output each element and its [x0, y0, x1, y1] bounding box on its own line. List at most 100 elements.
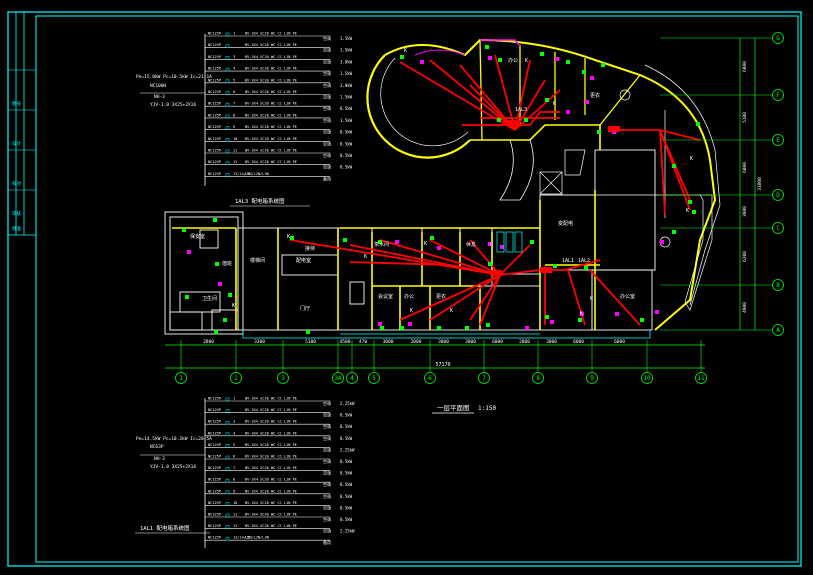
schedule-use: 备用: [323, 175, 331, 181]
axis-bubble: [772, 134, 784, 146]
schedule-breaker: NC125P: [208, 149, 221, 153]
schedule-breaker: NC125P: [208, 443, 221, 447]
schedule-load: 0.5kW: [340, 459, 353, 464]
distribution-panel-icon: [608, 126, 620, 132]
device-symbol-icon: [545, 98, 549, 102]
breaker-symbol-icon: [225, 149, 230, 154]
room-label: 茶水间: [374, 241, 389, 248]
schedule-breaker: NC125P: [208, 489, 221, 493]
breaker-symbol-icon: [225, 420, 230, 425]
dimension-value: 6000: [573, 339, 584, 345]
device-symbol-icon: [597, 130, 601, 134]
schedule-load: 0.5kW: [340, 153, 353, 158]
device-symbol-icon: [306, 330, 310, 334]
schedule-breaker: NC125P: [208, 536, 221, 540]
schedule-breaker: NC125P: [208, 513, 221, 517]
device-symbol-icon: [465, 326, 469, 330]
axis-bubble: [532, 372, 544, 384]
schedule-use: 空调: [323, 481, 331, 487]
axis-label: 11: [697, 375, 705, 382]
schedule-breaker: NC125P: [208, 431, 221, 435]
schedule-use: 空调: [323, 152, 331, 158]
schedule-feeder-cable: YJV-1.0 3X25+2X16: [150, 102, 196, 108]
device-symbol-icon: [497, 118, 501, 122]
schedule-cable: BV-3X4 SC20 WC CC L1N PE: [245, 32, 297, 36]
plan-wiring: [289, 54, 701, 326]
dimension-value: 2800: [203, 339, 214, 345]
room-label: 更衣: [436, 293, 446, 300]
schedule-cable: BV-3X4 SC20 WC CC L1N PE: [245, 489, 297, 493]
axis-bubble: [772, 324, 784, 336]
plan-curved-wing: [366, 38, 721, 331]
room-label: 变配电: [558, 220, 573, 227]
device-symbol-icon: [218, 282, 222, 286]
device-symbol-icon: [578, 318, 582, 322]
schedule-breaker: NC125P: [208, 67, 221, 71]
schedule-breaker: NC125P: [208, 90, 221, 94]
device-symbol-icon: [696, 122, 700, 126]
schedule-cable: BV-3X4 SC20 WC CC L1N PE: [245, 160, 297, 164]
schedule-circuit-no: 3: [233, 420, 235, 424]
device-symbol-icon: [640, 318, 644, 322]
schedule-circuit-no: 5: [233, 443, 235, 447]
schedule-title: 1AL3 配电箱系统图: [235, 197, 285, 205]
schedule-load: 1.5kW: [340, 36, 353, 41]
dimension-value: 6200: [742, 251, 748, 262]
plan-walls-yellow: [172, 190, 600, 330]
schedule-circuit-no: 13/14/15: [233, 536, 250, 540]
device-symbol-icon: [590, 76, 594, 80]
dimension-total: 57170: [435, 362, 450, 368]
schedule-cable: BV-3X4 SC20 WC CC L1N PE: [245, 501, 297, 505]
schedule-use: 空调: [323, 35, 331, 41]
room-label: 办公: [404, 293, 414, 300]
device-symbol-icon: [524, 118, 528, 122]
schedule-breaker: NC125P: [208, 32, 221, 36]
schedule-cable: BV-3X4 SC20 WC CC L1N PE: [245, 90, 297, 94]
schedule-cable: BV-3X4 SC20 WC CC L1N PE: [245, 67, 297, 71]
panel-label-al1: 1AL1: [562, 258, 574, 264]
dimension-value: 470: [359, 339, 367, 345]
axis-label: 1: [179, 375, 183, 382]
axis-bubble: [175, 372, 187, 384]
schedule-load: 0.5kW: [340, 436, 353, 441]
schedule-breaker: NC125P: [208, 478, 221, 482]
schedule-use: 空调: [323, 412, 331, 418]
schedule-use: 备用: [323, 539, 331, 545]
breaker-symbol-icon: [225, 102, 230, 107]
device-symbol-icon: [185, 295, 189, 299]
dimension-value: 4500: [340, 339, 351, 345]
breaker-symbol-icon: [225, 478, 230, 483]
distribution-panel-icon: [508, 120, 520, 126]
breaker-symbol-icon: [225, 525, 230, 529]
schedule-cable: BV-3X4 SC20 WC CC L1N PE: [245, 455, 297, 459]
inner-frame: [35, 15, 799, 563]
device-symbol-icon: [525, 326, 529, 330]
schedule-load: 0.5kW: [340, 141, 353, 146]
breaker-symbol-icon: [225, 44, 230, 48]
room-label: 保安室: [190, 233, 205, 240]
schedule-use: 空调: [323, 129, 331, 135]
title-block-label: 图号: [12, 101, 21, 107]
schedule-load: 0.5kW: [340, 494, 353, 499]
schedule-cable: BV-3X4 SC20 WC CC L1N PE: [245, 137, 297, 141]
room-label: 楼梯间: [250, 257, 265, 264]
schedule-use: 空调: [323, 528, 331, 534]
device-label: K: [553, 101, 556, 107]
dimension-value: 6000: [742, 61, 748, 72]
schedule-cable: BV-3X4 SC20 WC CC L1N PE: [245, 408, 297, 412]
device-symbol-icon: [566, 60, 570, 64]
device-symbol-icon: [550, 320, 554, 324]
device-symbol-icon: [655, 310, 659, 314]
schedule-circuit-no: 1: [233, 397, 235, 401]
device-label: K: [287, 234, 290, 240]
device-label: K: [525, 58, 528, 64]
schedule-circuit-no: 6: [233, 90, 235, 94]
